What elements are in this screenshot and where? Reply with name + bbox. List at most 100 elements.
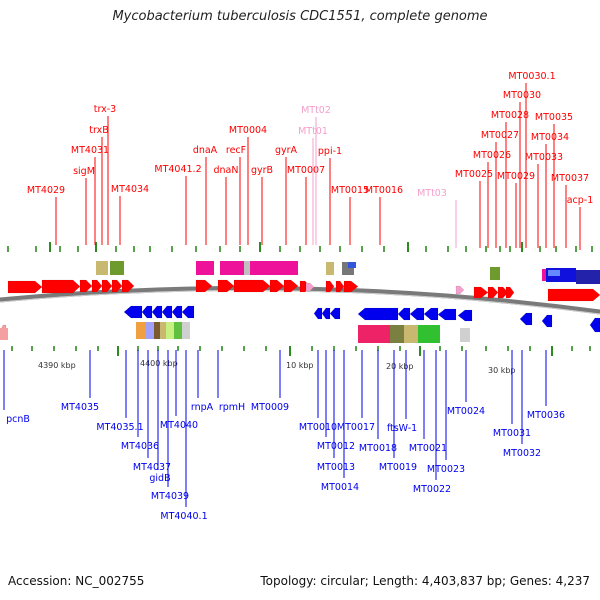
gene-feature-block: [272, 261, 298, 275]
forward-gene-arrow: [343, 280, 359, 293]
reverse-gene-arrow: [437, 308, 457, 321]
forward-gene-label: MTt02: [301, 105, 331, 116]
scale-label: 20 kbp: [386, 362, 414, 371]
reverse-gene-label: MT0009: [251, 402, 289, 413]
forward-gene-label: MT4031: [71, 145, 109, 156]
forward-gene-arrow: [473, 286, 489, 299]
reverse-gene-arrow: [519, 312, 533, 326]
forward-gene-label: MT0027: [481, 130, 519, 141]
forward-gene-label: MT4029: [27, 185, 65, 196]
scale-label: 30 kbp: [488, 366, 516, 375]
gene-feature-block: [244, 261, 250, 275]
forward-gene-arrow: [505, 286, 515, 299]
reverse-gene-label: MT0022: [413, 484, 451, 495]
forward-gene-label: MT0016: [365, 185, 403, 196]
forward-gene-arrow: [547, 288, 600, 302]
gene-feature-block: [146, 322, 154, 339]
reverse-gene-label: MT0024: [447, 406, 485, 417]
gene-feature-block: [418, 325, 440, 343]
forward-gene-label: dnaN: [214, 165, 239, 176]
forward-gene-arrow: [91, 279, 103, 293]
gene-feature-block: [154, 322, 160, 339]
reverse-gene-label: ftsW-1: [387, 423, 417, 434]
forward-gene-arrow: [335, 280, 345, 293]
forward-gene-arrow: [101, 279, 113, 293]
reverse-gene-label: MT0018: [359, 443, 397, 454]
forward-gene-label: MT0033: [525, 152, 563, 163]
gene-feature-block: [490, 267, 500, 280]
scale-label: 4390 kbp: [38, 361, 76, 370]
reverse-gene-label: MT4035.1: [96, 422, 143, 433]
reverse-gene-arrow: [457, 309, 473, 322]
reverse-gene-arrow: [397, 307, 411, 321]
forward-gene-label: MT0028: [491, 110, 529, 121]
reverse-gene-arrow: [541, 314, 553, 328]
forward-gene-label: MT4041.2: [154, 164, 201, 175]
gene-feature-block: [250, 261, 272, 275]
reverse-gene-arrow: [161, 305, 173, 319]
gene-feature-block: [166, 322, 174, 339]
forward-gene-label: gyrA: [275, 145, 298, 156]
forward-gene-label: sigM: [73, 166, 95, 177]
forward-gene-label: MT0037: [551, 173, 589, 184]
forward-gene-arrow: [79, 279, 93, 293]
reverse-gene-label: MT0010: [299, 422, 337, 433]
gene-feature-block: [0, 328, 8, 340]
forward-gene-label: MT0025: [455, 169, 493, 180]
forward-gene-label: MTt03: [417, 188, 447, 199]
forward-gene-label: acp-1: [567, 195, 594, 206]
forward-gene-arrow: [7, 280, 43, 294]
reverse-gene-label: MT4039: [151, 491, 189, 502]
forward-gene-label: recF: [226, 145, 246, 156]
gene-feature-block: [220, 261, 244, 275]
reverse-gene-arrow: [357, 307, 399, 321]
forward-gene-arrow: [121, 279, 135, 293]
reverse-gene-label: MT0021: [409, 443, 447, 454]
forward-gene-label: MT4034: [111, 184, 149, 195]
genome-summary: Topology: circular; Length: 4,403,837 bp…: [260, 574, 590, 588]
reverse-gene-arrow: [151, 305, 163, 319]
reverse-gene-label: gidB: [149, 473, 170, 484]
forward-gene-label: MT0029: [497, 171, 535, 182]
scale-label: 4400 kbp: [140, 359, 178, 368]
reverse-gene-label: MT0014: [321, 482, 359, 493]
forward-gene-label: MT0030: [503, 90, 541, 101]
scale-label: 10 kbp: [286, 361, 314, 370]
gene-feature-block: [542, 269, 546, 281]
reverse-gene-label: MT4035: [61, 402, 99, 413]
gene-feature-block: [404, 325, 418, 343]
reverse-gene-label: MT4040.1: [160, 511, 207, 522]
forward-gene-label: trxB: [89, 125, 109, 136]
forward-gene-label: MT0007: [287, 165, 325, 176]
reverse-gene-label: MT4037: [133, 462, 171, 473]
forward-gene-arrow: [283, 279, 299, 293]
forward-gene-label: MT0030.1: [508, 71, 555, 82]
reverse-gene-label: MT0023: [427, 464, 465, 475]
reverse-gene-label: MT0012: [317, 441, 355, 452]
reverse-gene-arrow: [321, 307, 331, 320]
reverse-gene-label: MT4036: [121, 441, 159, 452]
forward-gene-arrow: [217, 279, 235, 293]
reverse-gene-label: MT0019: [379, 462, 417, 473]
forward-gene-label: ppi-1: [318, 146, 342, 157]
reverse-gene-arrow: [181, 305, 195, 319]
gene-feature-block: [460, 328, 470, 342]
forward-gene-arrow: [269, 279, 285, 293]
forward-gene-label: MTt01: [298, 126, 328, 137]
forward-gene-arrow: [41, 279, 81, 294]
reverse-gene-arrow: [123, 305, 143, 319]
gene-feature-block: [576, 270, 600, 284]
gene-feature-block: [110, 261, 124, 275]
reverse-gene-label: MT0013: [317, 462, 355, 473]
reverse-gene-arrow: [589, 317, 600, 333]
gene-feature-block: [182, 322, 190, 339]
reverse-gene-label: MT4040: [160, 420, 198, 431]
reverse-gene-label: rnpA: [191, 402, 214, 413]
reverse-gene-label: rpmH: [219, 402, 245, 413]
gene-feature-block: [174, 322, 182, 339]
forward-gene-arrow: [325, 280, 335, 293]
reverse-gene-arrow: [329, 307, 341, 320]
reverse-gene-label: MT0036: [527, 410, 565, 421]
reverse-gene-arrow: [409, 307, 425, 321]
